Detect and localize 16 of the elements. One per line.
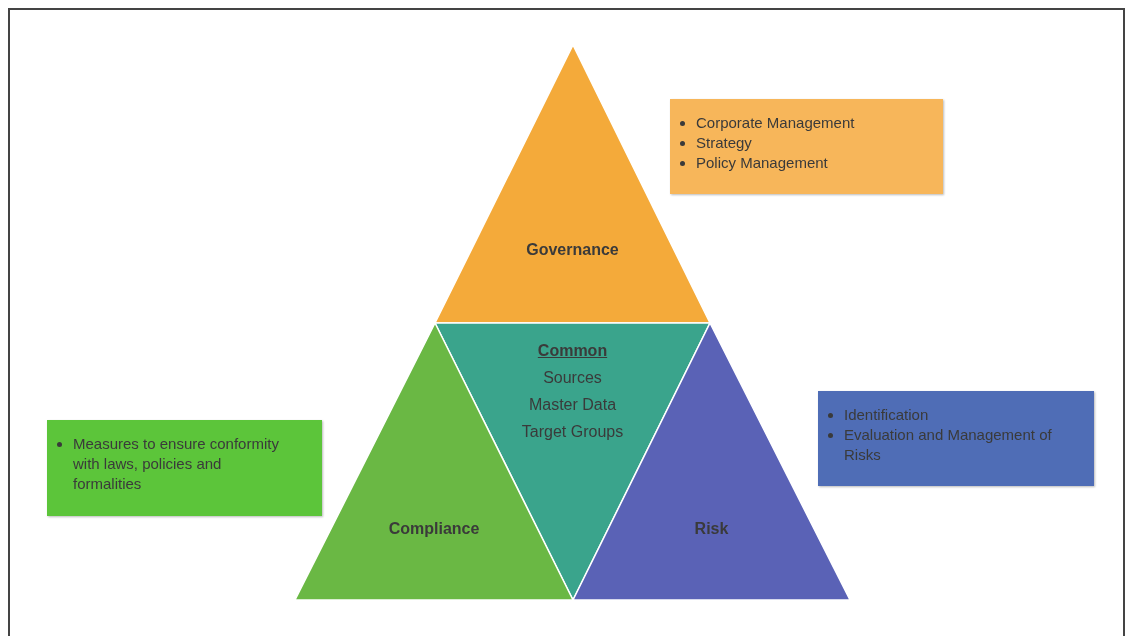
callout-box xyxy=(818,391,1094,486)
list-item: Master Data xyxy=(528,395,617,415)
bullet-item: Evaluation and Management of Risks xyxy=(844,426,1052,463)
segment-title: Compliance xyxy=(388,519,480,539)
list-item: Target Groups xyxy=(521,422,624,442)
bullet-item: Measures to ensure conformity with laws, policies and formalities xyxy=(73,435,279,492)
bullet-item: Policy Management xyxy=(696,154,828,171)
callout-box xyxy=(670,99,943,194)
section-heading: Common xyxy=(537,341,608,361)
segment-title: Governance xyxy=(526,240,619,260)
segment-title: Risk xyxy=(694,519,729,539)
bullet-item: Strategy xyxy=(696,134,752,151)
list-item: Sources xyxy=(543,368,602,388)
bullet-item: Identification xyxy=(844,406,929,423)
callout-box xyxy=(47,420,322,516)
bullet-item: Corporate Management xyxy=(696,114,855,131)
